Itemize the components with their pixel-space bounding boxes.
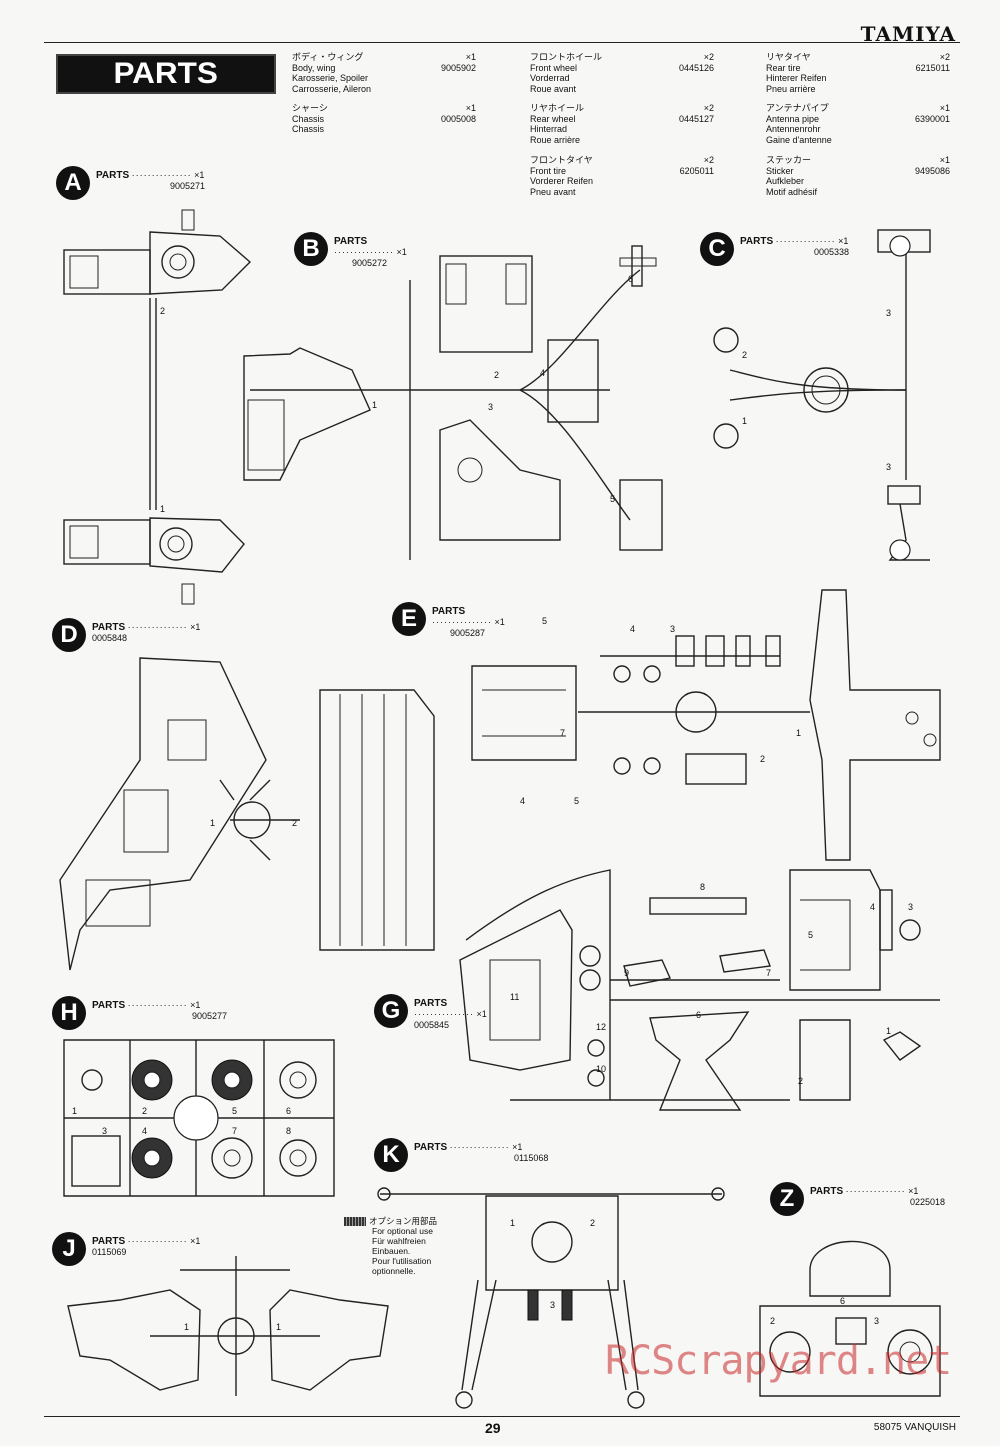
svg-text:1: 1 (0, 0, 5, 2)
header-rule (44, 42, 960, 43)
svg-text:2: 2 (494, 370, 499, 380)
svg-text:2: 2 (770, 1316, 775, 1326)
svg-text:6: 6 (696, 1010, 701, 1020)
svg-text:2: 2 (590, 1218, 595, 1228)
svg-text:4: 4 (630, 624, 635, 634)
svg-text:4: 4 (520, 796, 525, 806)
svg-text:3: 3 (908, 902, 913, 912)
svg-text:1: 1 (72, 1106, 77, 1116)
svg-text:4: 4 (142, 1126, 147, 1136)
svg-text:2: 2 (798, 1076, 803, 1086)
parts-tree-b-drawing: 1 2 3 4 5 6 (243, 245, 663, 560)
part-number-list: 1 (0, 0, 5, 2)
model-name: 58075 VANQUISH (873, 1422, 956, 1433)
svg-text:1: 1 (210, 818, 215, 828)
svg-text:7: 7 (232, 1126, 237, 1136)
svg-text:3: 3 (488, 402, 493, 412)
svg-text:1: 1 (276, 1322, 281, 1332)
svg-text:3: 3 (886, 308, 891, 318)
watermark: RCScrapyard.net (605, 1338, 952, 1384)
parts-tree-k-drawing: 1 2 3 (377, 1187, 725, 1409)
parts-tree-g-drawing: 11 12 10 8 9 7 6 5 4 3 2 1 (459, 869, 940, 1111)
svg-text:6: 6 (840, 1296, 845, 1306)
svg-text:11: 11 (510, 992, 519, 1002)
parts-tree-a-drawing: 21 (63, 209, 252, 605)
svg-text:12: 12 (596, 1022, 606, 1032)
parts-tree-z-drawing: 6 2 3 (759, 1240, 941, 1397)
svg-text:7: 7 (560, 728, 565, 738)
page-number: 29 (485, 1420, 501, 1436)
svg-text:1: 1 (886, 1026, 891, 1036)
svg-text:3: 3 (550, 1300, 555, 1310)
svg-text:3: 3 (670, 624, 675, 634)
svg-text:5: 5 (808, 930, 813, 940)
option-marker-icon (344, 1217, 366, 1227)
svg-text:6: 6 (286, 1106, 291, 1116)
svg-text:3: 3 (102, 1126, 107, 1136)
svg-text:1: 1 (510, 1218, 515, 1228)
svg-text:5: 5 (232, 1106, 237, 1116)
svg-text:3: 3 (886, 462, 891, 472)
svg-text:4: 4 (540, 368, 545, 378)
svg-text:5: 5 (610, 494, 615, 504)
svg-text:2: 2 (292, 818, 297, 828)
svg-text:6: 6 (628, 274, 633, 284)
svg-text:1: 1 (184, 1322, 189, 1332)
svg-text:2: 2 (742, 350, 747, 360)
svg-text:2: 2 (142, 1106, 147, 1116)
svg-text:8: 8 (700, 882, 705, 892)
svg-text:2: 2 (160, 306, 165, 316)
parts-tree-h-drawing: 1 2 5 6 3 4 7 8 (63, 1039, 335, 1197)
svg-text:8: 8 (286, 1126, 291, 1136)
svg-text:5: 5 (542, 616, 547, 626)
svg-text:1: 1 (796, 728, 801, 738)
svg-text:3: 3 (874, 1316, 879, 1326)
svg-text:7: 7 (766, 968, 771, 978)
svg-text:1: 1 (160, 504, 165, 514)
parts-tree-e-drawing: 7 1 2 3 4 5 4 5 (471, 589, 941, 861)
svg-text:9: 9 (624, 968, 629, 978)
svg-text:10: 10 (596, 1064, 606, 1074)
svg-text:5: 5 (574, 796, 579, 806)
optional-parts-note: オプション用部品 For optional use Für wahlfreien… (344, 1216, 437, 1276)
svg-text:4: 4 (870, 902, 875, 912)
parts-tree-c-drawing: 2 1 3 3 (713, 229, 931, 561)
footer-rule (44, 1416, 960, 1417)
svg-text:1: 1 (372, 400, 377, 410)
svg-text:2: 2 (760, 754, 765, 764)
svg-text:1: 1 (742, 416, 747, 426)
parts-banner: PARTS (56, 54, 276, 94)
